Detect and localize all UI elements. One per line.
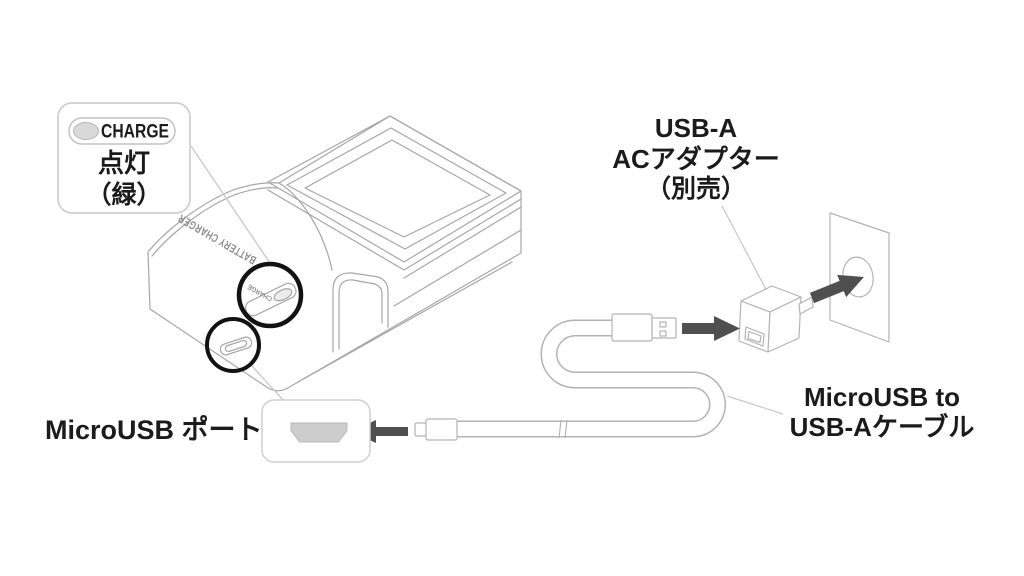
cable-joint-marks bbox=[558, 419, 568, 439]
adapter-right-face bbox=[767, 296, 802, 353]
battery-tray-outer bbox=[267, 115, 522, 263]
cable-leader-line bbox=[726, 395, 784, 415]
usb-cable bbox=[414, 313, 726, 441]
label-cable-line2: USB-Aケーブル bbox=[790, 412, 975, 442]
label-microusb-port: MicroUSB ポート bbox=[45, 415, 263, 445]
cable-core bbox=[457, 321, 725, 436]
arch-cutout-inner bbox=[338, 279, 383, 350]
charge-highlight-circle bbox=[236, 261, 304, 329]
charge-status-line2: （緑） bbox=[86, 180, 161, 209]
port-highlight-circle bbox=[205, 317, 261, 373]
label-adapter-line1: USB-A bbox=[655, 113, 738, 143]
adapter-leader-line bbox=[721, 205, 771, 298]
highlight-circles bbox=[205, 261, 304, 373]
battery-tray-inner bbox=[286, 127, 507, 250]
port-callout bbox=[261, 399, 371, 463]
port-connector-shape bbox=[290, 422, 348, 443]
charge-leader-line bbox=[190, 145, 273, 267]
port-leader-line bbox=[250, 364, 285, 402]
charge-led-label: CHARGE bbox=[101, 122, 169, 143]
charge-led bbox=[73, 122, 99, 140]
tray-rim-lip bbox=[267, 189, 522, 271]
charger-silhouette bbox=[147, 115, 522, 392]
labels: MicroUSB ポート USB-A ACアダプター （別売） MicroUSB… bbox=[45, 113, 974, 445]
charge-indicator-pill bbox=[68, 117, 176, 145]
charge-callout: CHARGE 点灯 （緑） bbox=[57, 102, 191, 214]
label-adapter-line3: （別売） bbox=[646, 174, 746, 203]
microusb-port-slot bbox=[219, 336, 253, 356]
arrow-right-icon bbox=[682, 316, 740, 341]
adapter-usb-port-inner bbox=[747, 330, 762, 344]
usb-a-connector bbox=[611, 313, 677, 342]
label-adapter-line2: ACアダプター bbox=[612, 144, 780, 174]
label-cable-line1: MicroUSB to bbox=[804, 382, 960, 412]
charger-illustration bbox=[147, 115, 522, 392]
charge-status-line1: 点灯 bbox=[98, 148, 150, 178]
arrow-outlet-icon bbox=[809, 274, 864, 304]
charge-led-slot bbox=[244, 282, 297, 317]
ac-adapter bbox=[738, 285, 814, 353]
battery-tray-floor bbox=[304, 139, 491, 238]
hump-face-boundary bbox=[278, 182, 333, 271]
adapter-prong bbox=[798, 296, 814, 315]
hump-ridge-line bbox=[151, 187, 278, 257]
microusb-connector bbox=[414, 418, 458, 441]
arch-cutout-outer bbox=[332, 272, 389, 353]
side-band-lines bbox=[297, 206, 522, 383]
leader-lines bbox=[190, 145, 784, 415]
